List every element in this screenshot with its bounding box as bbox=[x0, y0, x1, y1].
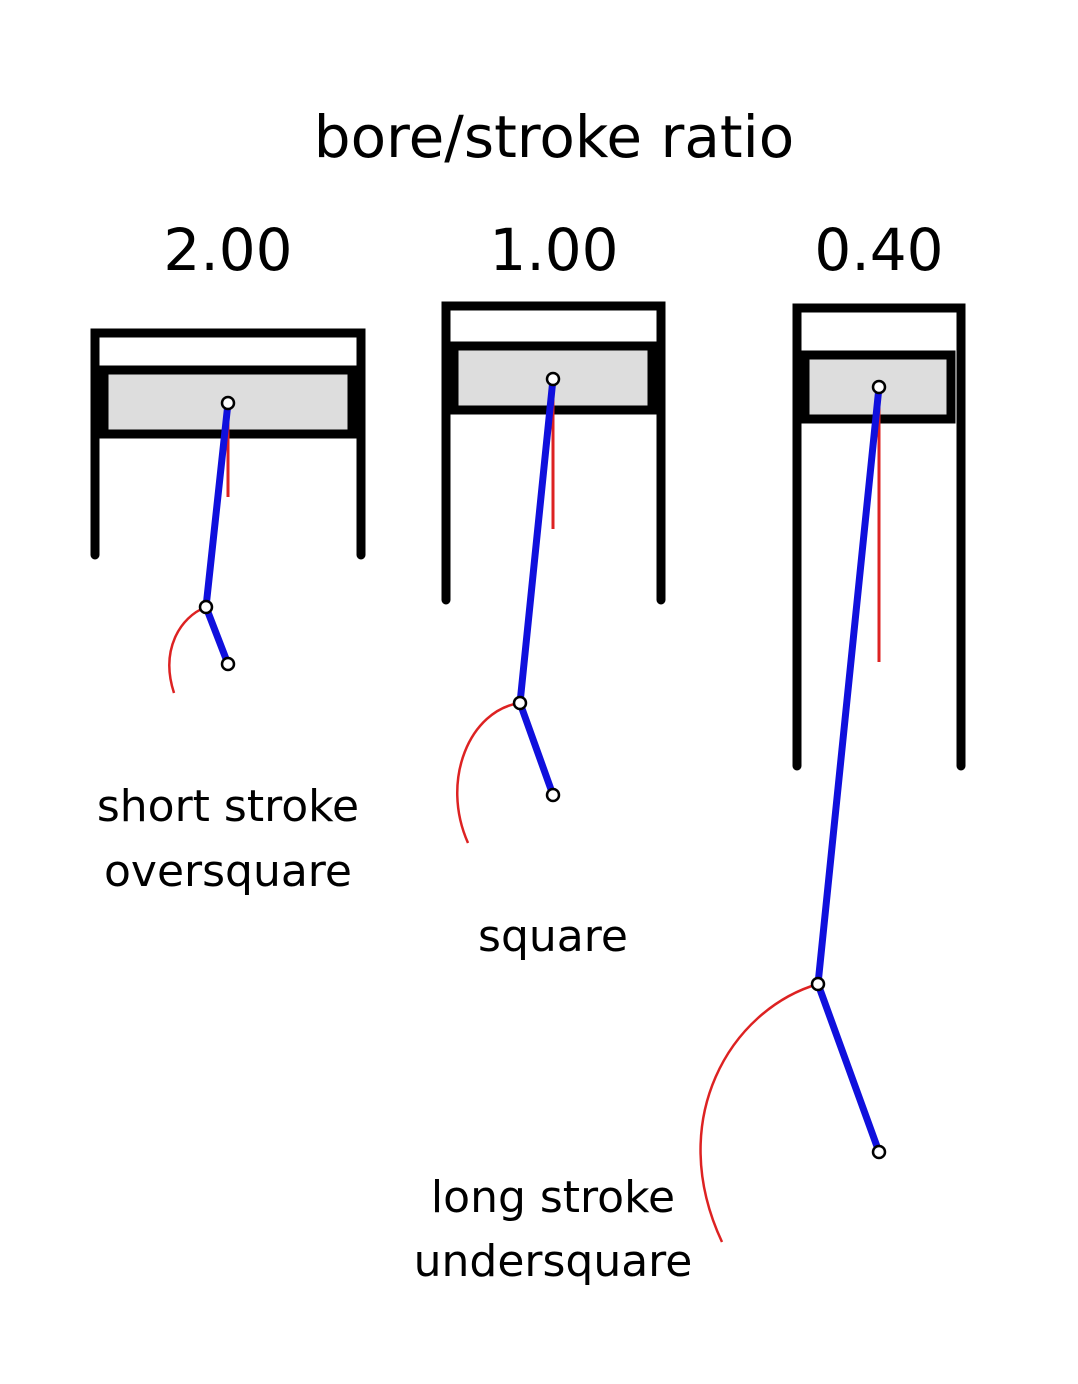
cylinder-outline bbox=[441, 301, 666, 605]
crank-arm bbox=[814, 980, 883, 1156]
ratio-label-2: 1.00 bbox=[489, 216, 618, 284]
connecting-rod bbox=[202, 399, 232, 611]
crank-pin-joint bbox=[512, 695, 528, 711]
caption-undersquare: undersquare bbox=[414, 1236, 693, 1287]
crank-path-arc bbox=[168, 605, 207, 694]
engine-short-stroke bbox=[90, 328, 366, 694]
wrist-pin-joint bbox=[871, 379, 887, 395]
crank-pin-joint bbox=[198, 599, 214, 615]
cylinder-outline bbox=[792, 303, 966, 771]
ratio-label-3: 0.40 bbox=[814, 216, 943, 284]
wrist-pin-joint bbox=[545, 371, 561, 387]
diagram-title: bore/stroke ratio bbox=[314, 103, 794, 171]
ratio-label-1: 2.00 bbox=[163, 216, 292, 284]
crank-path-arc bbox=[456, 701, 521, 844]
caption-short-stroke: short stroke bbox=[97, 781, 359, 832]
engine-long-stroke bbox=[699, 303, 966, 1243]
connecting-rod bbox=[814, 383, 883, 988]
caption-oversquare: oversquare bbox=[104, 846, 352, 897]
crank-arm bbox=[516, 699, 557, 799]
cylinder-outline bbox=[90, 328, 366, 560]
crankshaft-center-joint bbox=[220, 656, 236, 672]
caption-long-stroke: long stroke bbox=[431, 1172, 675, 1223]
crank-arm bbox=[202, 603, 232, 668]
caption-square: square bbox=[478, 911, 628, 962]
wrist-pin-joint bbox=[220, 395, 236, 411]
crank-pin-joint bbox=[810, 976, 826, 992]
engine-square bbox=[441, 301, 666, 844]
crankshaft-center-joint bbox=[871, 1144, 887, 1160]
connecting-rod bbox=[516, 375, 557, 707]
crankshaft-center-joint bbox=[545, 787, 561, 803]
crank-path-arc bbox=[699, 982, 819, 1243]
